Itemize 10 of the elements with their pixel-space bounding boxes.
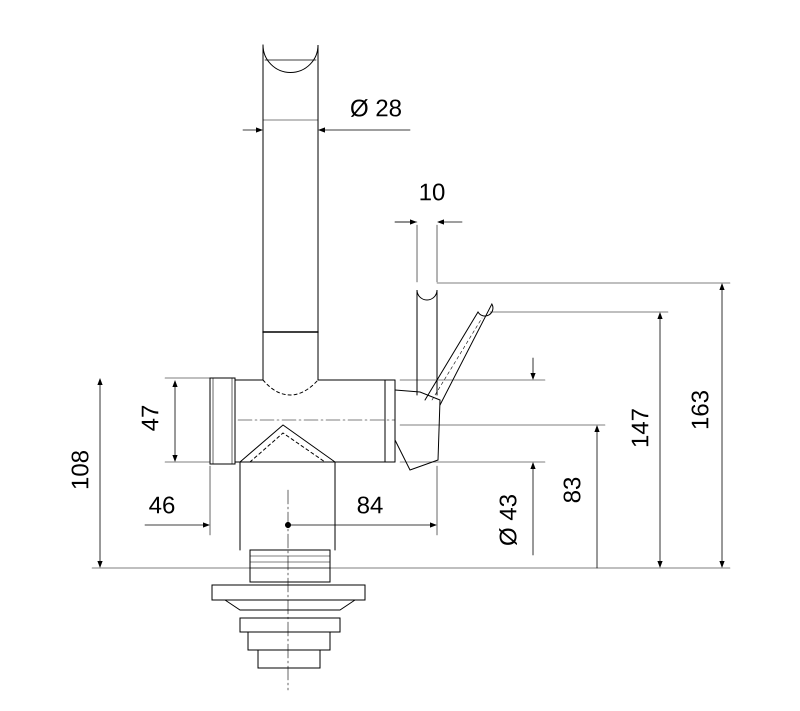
- dimension-label: 83: [564, 478, 580, 502]
- dimension-label: 163: [692, 391, 708, 428]
- dimension-label: 47: [142, 406, 158, 431]
- dimension-label: 84: [358, 496, 383, 514]
- dimension-label: 147: [632, 409, 648, 446]
- dimension-label: 108: [72, 451, 88, 488]
- dimension-label: Ø 28: [350, 99, 401, 117]
- dimension-label: Ø 43: [499, 495, 517, 546]
- dimension-label: 10: [420, 184, 444, 200]
- dimension-label: 46: [149, 496, 174, 514]
